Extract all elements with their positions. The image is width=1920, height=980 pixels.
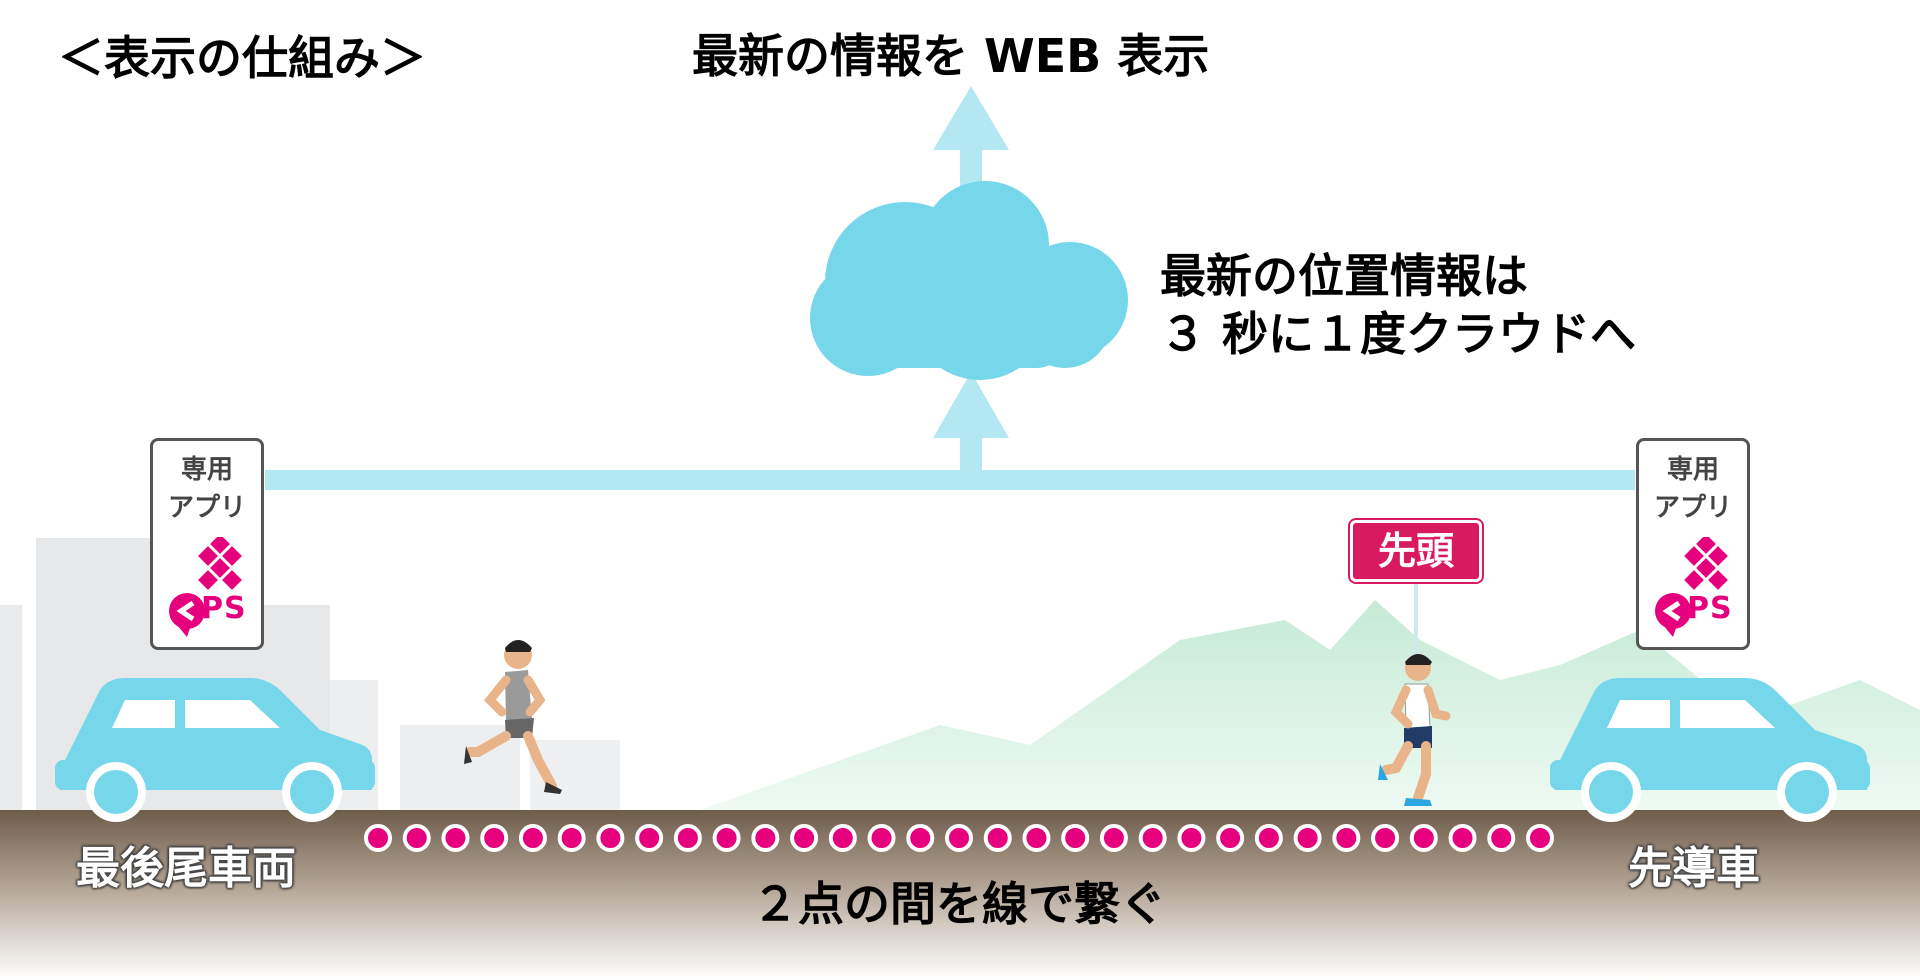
route-dot (482, 826, 506, 850)
right-vehicle-label: 先導車 (1628, 832, 1760, 896)
app-badge-line1: 専用 (153, 451, 261, 489)
cloud-caption-line1: 最新の位置情報は (1160, 240, 1528, 306)
route-dot (870, 826, 894, 850)
route-dot (1334, 826, 1358, 850)
cloud-caption-line2: ３ 秒に１度クラウドへ (1160, 298, 1636, 364)
route-dot (1102, 826, 1126, 850)
route-dot (1063, 826, 1087, 850)
route-dot (521, 826, 545, 850)
route-dot (908, 826, 932, 850)
route-dots (366, 826, 1552, 850)
route-dot (366, 826, 390, 850)
bottom-caption: ２点の間を線で繋ぐ (752, 868, 1166, 934)
cloud-icon (810, 181, 1128, 380)
route-dot (715, 826, 739, 850)
right-app-badge: 専用 アプリ PS (1636, 438, 1750, 650)
route-dot (986, 826, 1010, 850)
route-dot (560, 826, 584, 850)
route-dot (1296, 826, 1320, 850)
route-dot (405, 826, 429, 850)
route-dot (947, 826, 971, 850)
route-dot (1024, 826, 1048, 850)
route-dot (1451, 826, 1475, 850)
route-dot (1141, 826, 1165, 850)
upload-arrow-icon (933, 372, 1009, 480)
route-dot (1257, 826, 1281, 850)
route-dot (637, 826, 661, 850)
app-badge-line2: アプリ (1639, 489, 1747, 527)
left-vehicle-label: 最後尾車両 (76, 832, 296, 896)
app-badge-line2: アプリ (153, 489, 261, 527)
route-dot (443, 826, 467, 850)
top-caption: 最新の情報を WEB 表示 (692, 20, 1209, 86)
route-dot (792, 826, 816, 850)
route-dot (753, 826, 777, 850)
upload-arrow-icon-top (933, 86, 1009, 188)
route-dot (1179, 826, 1203, 850)
app-badge-line1: 専用 (1639, 451, 1747, 489)
route-dot (831, 826, 855, 850)
gps-logo-text: PS (201, 591, 247, 626)
app-connection-line (265, 470, 1635, 490)
page-heading: ＜表示の仕組み＞ (58, 22, 426, 88)
route-dot (1218, 826, 1242, 850)
lead-tag-pole (1414, 580, 1418, 655)
lead-tag: 先頭 (1350, 520, 1482, 582)
route-dot (1489, 826, 1513, 850)
gps-logo-text: PS (1687, 591, 1733, 626)
route-dot (676, 826, 700, 850)
route-dot (1373, 826, 1397, 850)
route-dot (598, 826, 622, 850)
left-app-badge: 専用 アプリ PS (150, 438, 264, 650)
route-dot (1528, 826, 1552, 850)
route-dot (1412, 826, 1436, 850)
